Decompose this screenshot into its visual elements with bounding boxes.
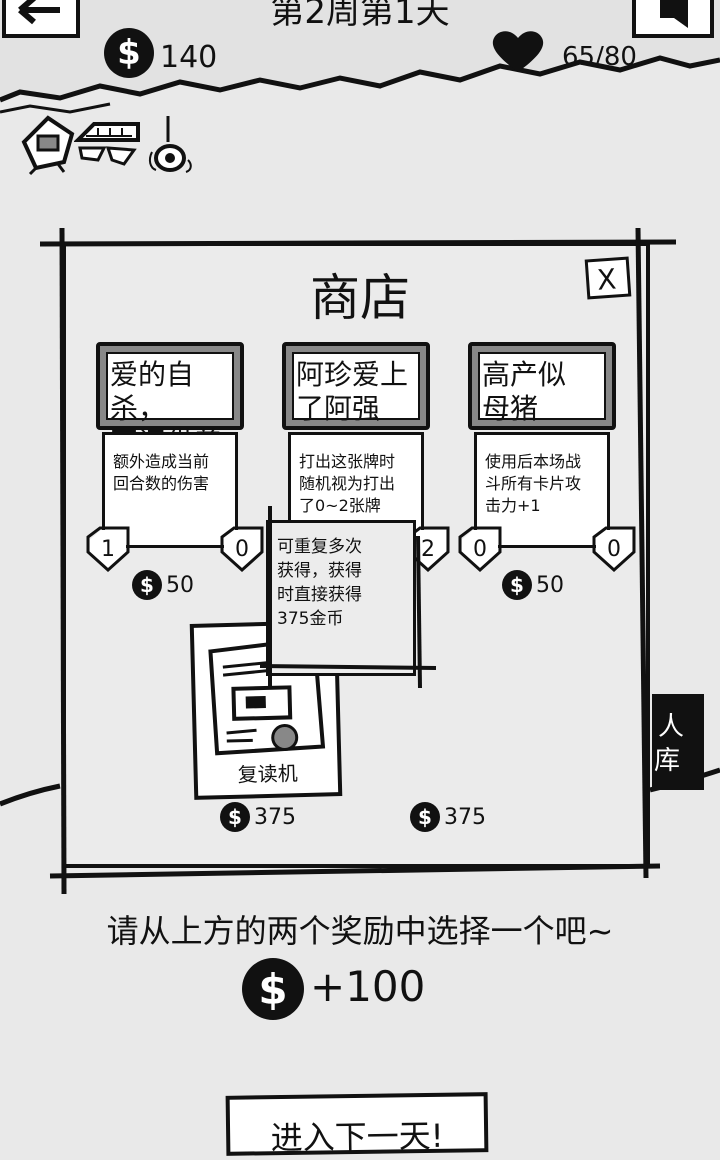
sound-button[interactable] — [630, 0, 716, 40]
header-wave-border — [0, 0, 720, 114]
card-title: 爱的自杀， 再问供养 — [96, 342, 244, 459]
robot-head-icon[interactable] — [18, 112, 78, 176]
dollar-coin-icon: $ — [410, 802, 440, 832]
close-button[interactable]: X — [584, 256, 632, 300]
item-price-value: 375 — [254, 804, 296, 830]
dollar-coin-icon: $ — [220, 802, 250, 832]
next-day-label: 进入下一天! — [270, 1116, 444, 1158]
reward-amount: +100 — [310, 962, 426, 1011]
deck-button[interactable]: 人 库 — [652, 694, 704, 790]
card-1-value: 0 — [235, 536, 249, 562]
deck-button-label-1: 人 — [658, 712, 685, 742]
card-3-cost-outline — [458, 526, 502, 572]
dollar-coin-icon: $ — [132, 570, 162, 600]
card-3-value: 0 — [607, 536, 621, 562]
shop-card-1[interactable]: 爱的自杀， 再问供养 额外造成当前 回合数的伤害 — [96, 342, 252, 556]
shop-title: 商店 — [310, 269, 410, 327]
card-1-price: $ 50 — [132, 570, 194, 600]
back-arrow-icon — [2, 0, 80, 38]
reward-prompt: 请从上方的两个奖励中选择一个吧~ — [106, 912, 614, 950]
card-2-value: 2 — [421, 536, 435, 562]
second-item-price: $ 375 — [410, 802, 486, 832]
card-3-price-value: 50 — [536, 572, 564, 598]
card-1-cost: 1 — [101, 536, 115, 562]
item-tooltip: 可重复多次 获得，获得 时直接获得 375金币 — [266, 520, 416, 676]
next-day-button[interactable]: 进入下一天! — [225, 1092, 489, 1157]
card-3-price: $ 50 — [502, 570, 564, 600]
health-value: 65/80 — [562, 42, 637, 72]
second-item-price-value: 375 — [444, 804, 486, 830]
card-description: 使用后本场战 斗所有卡片攻 击力+1 — [474, 432, 610, 548]
speaker-icon — [632, 0, 714, 38]
card-title: 阿珍爱上 了阿强 — [282, 342, 430, 430]
deck-button-label-2: 库 — [654, 746, 681, 776]
card-1-value-outline — [220, 526, 264, 572]
card-1-price-value: 50 — [166, 572, 194, 598]
item-price: $ 375 — [220, 802, 296, 832]
shop-card-3[interactable]: 高产似 母猪 使用后本场战 斗所有卡片攻 击力+1 — [468, 342, 624, 556]
card-title: 高产似 母猪 — [468, 342, 616, 430]
card-3-cost: 0 — [473, 536, 487, 562]
back-button[interactable] — [0, 0, 82, 40]
keyboard-icon[interactable] — [74, 118, 142, 174]
money-value: 140 — [160, 40, 218, 75]
lasso-icon[interactable] — [146, 112, 196, 176]
dollar-coin-icon: $ — [104, 28, 154, 78]
close-icon: X — [595, 262, 618, 297]
heart-icon — [492, 31, 544, 72]
dollar-coin-icon: $ — [242, 958, 304, 1020]
dollar-coin-icon: $ — [502, 570, 532, 600]
left-edge-stroke — [0, 783, 61, 807]
day-title: 第2周第1天 — [270, 0, 450, 32]
card-1-cost-outline — [86, 526, 130, 572]
tooltip-sketch-lines — [260, 506, 437, 689]
shop-sketch-lines — [40, 228, 677, 895]
reward-money-option[interactable]: $ +100 — [242, 956, 426, 1020]
item-name: 复读机 — [237, 761, 298, 787]
card-3-value-outline — [592, 526, 636, 572]
